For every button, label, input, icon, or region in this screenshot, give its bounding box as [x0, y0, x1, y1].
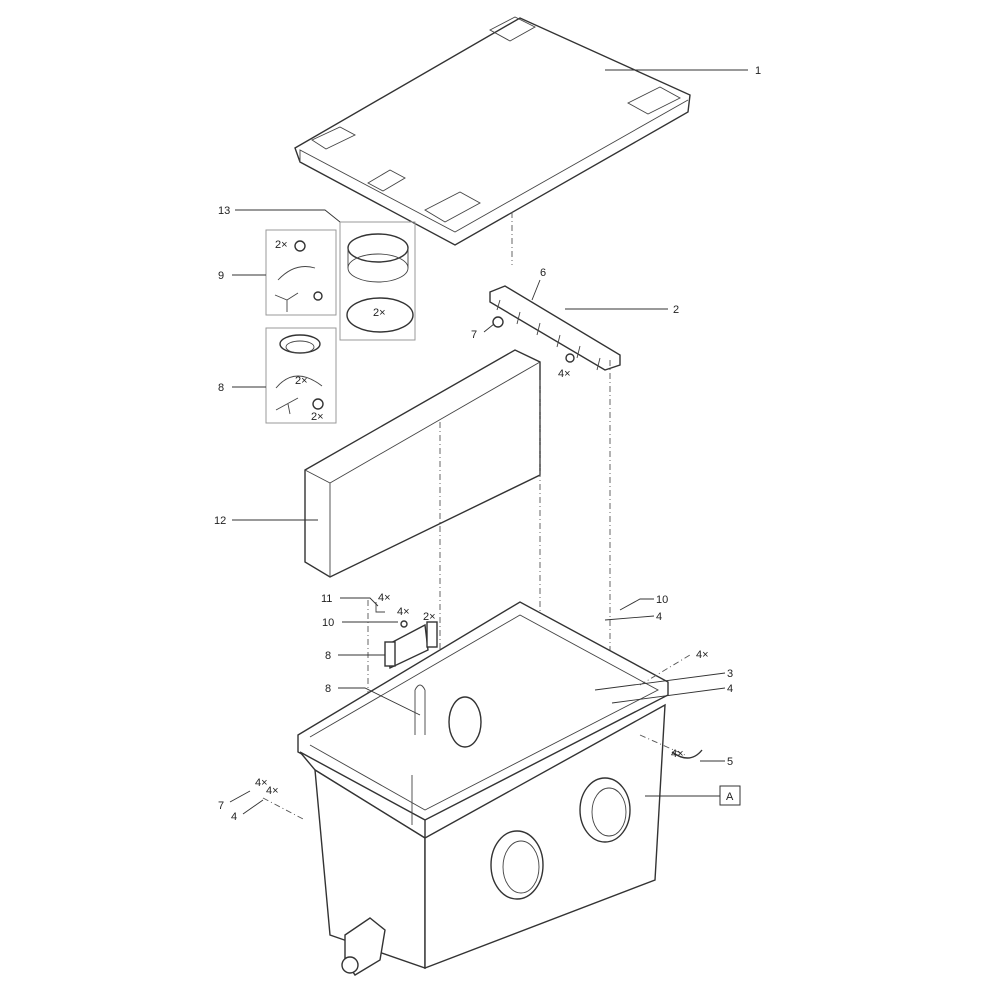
quantity-label: 4× — [397, 606, 410, 618]
callout-8: 8 — [325, 683, 331, 695]
callout-11: 11 — [321, 593, 332, 605]
callout-6: 6 — [540, 267, 546, 279]
parts-group-9 — [265, 229, 337, 316]
quantity-label: 2× — [373, 307, 386, 319]
callout-3: 3 — [727, 668, 733, 680]
quantity-label: 4× — [558, 368, 571, 380]
callout-12: 12 — [214, 515, 226, 527]
callout-4: 4 — [231, 811, 237, 823]
parts-group-8 — [265, 327, 337, 424]
quantity-label: 4× — [671, 748, 684, 760]
callout-10: 10 — [322, 617, 334, 629]
callout-13: 13 — [218, 205, 230, 217]
callout-4: 4 — [656, 611, 662, 623]
quantity-label: 2× — [275, 239, 288, 251]
callout-a-box — [719, 785, 741, 806]
lid-part — [294, 16, 691, 246]
filter-box-part — [297, 601, 703, 976]
quantity-label: 4× — [378, 592, 391, 604]
quantity-label: 2× — [311, 411, 324, 423]
callout-8: 8 — [218, 382, 224, 394]
quantity-label: 4× — [696, 649, 709, 661]
callout-1: 1 — [755, 65, 761, 77]
callout-4: 4 — [727, 683, 733, 695]
callout-7: 7 — [471, 329, 477, 341]
callout-8: 8 — [325, 650, 331, 662]
group-13-parts — [346, 233, 414, 333]
quantity-label: 4× — [266, 785, 279, 797]
uv-unit-part — [375, 602, 438, 670]
callout-labels: 1 13 9 6 2 7 4× 8 12 11 4× 4× 2× 10 8 10… — [214, 65, 761, 823]
quantity-label: 4× — [255, 777, 268, 789]
quantity-label: 2× — [423, 611, 436, 623]
callout-5: 5 — [727, 756, 733, 768]
manifold-part — [489, 285, 621, 371]
callout-7: 7 — [218, 800, 224, 812]
group-8-parts — [275, 334, 324, 415]
filter-foam-part — [304, 349, 541, 578]
leader-lines — [229, 69, 748, 821]
callout-9: 9 — [218, 270, 224, 282]
callout-a: A — [726, 791, 734, 803]
parts-group-13 — [339, 221, 416, 341]
callout-2: 2 — [673, 304, 679, 316]
quantity-label: 2× — [295, 375, 308, 387]
callout-10: 10 — [656, 594, 668, 606]
group-9-parts — [274, 240, 323, 312]
